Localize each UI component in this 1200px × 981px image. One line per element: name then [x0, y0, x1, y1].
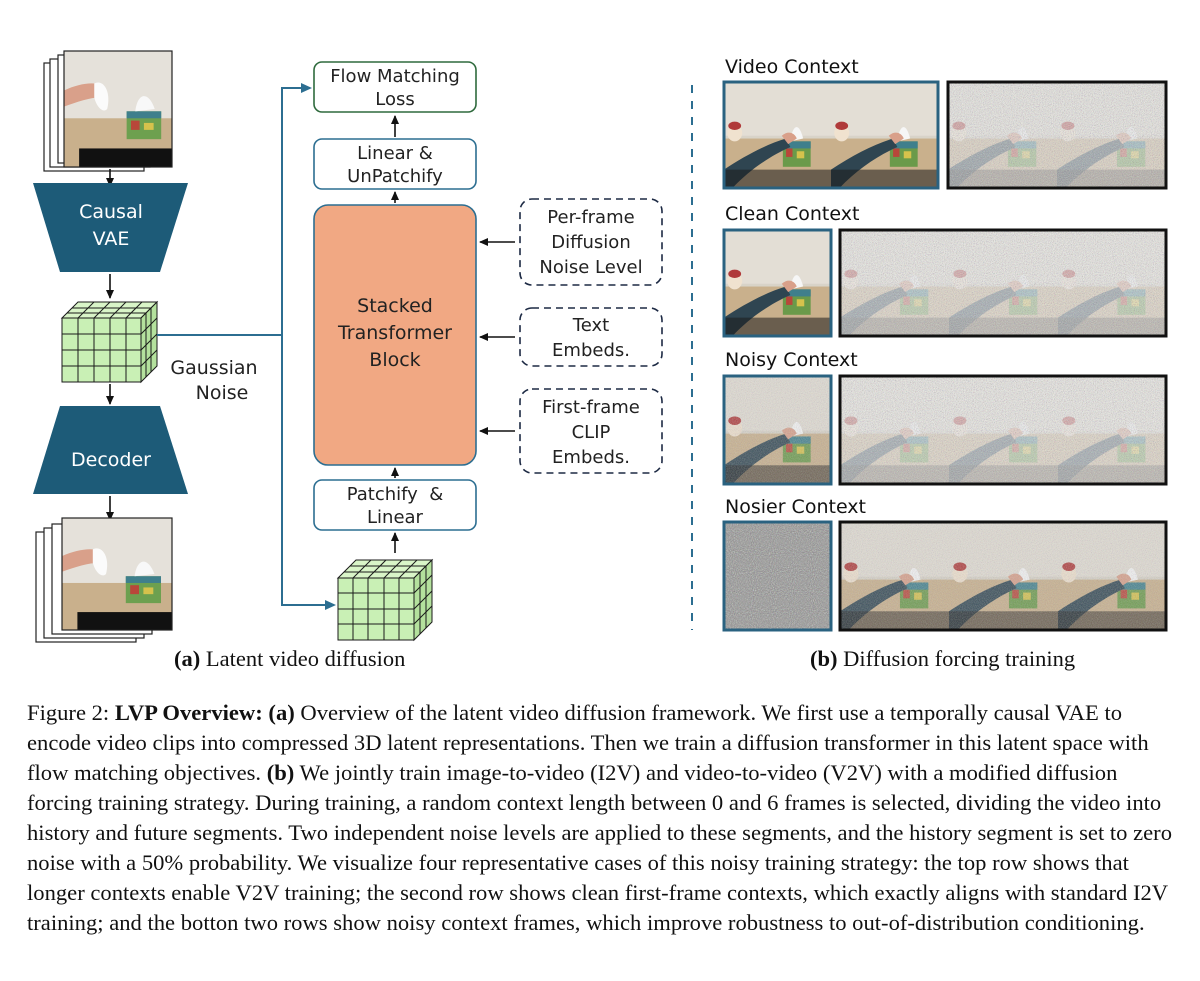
output-frame-image: [62, 518, 172, 630]
latent-cube-noised: [336, 558, 434, 642]
row-label-nosier-context: Nosier Context: [725, 496, 866, 518]
vae-label-line2: VAE: [93, 228, 130, 250]
vae-label-line1: Causal: [79, 201, 143, 223]
transformer-label-line3: Block: [369, 349, 420, 371]
noise-level-box: Per-frame Diffusion Noise Level: [519, 198, 663, 286]
row-label-noisy-context: Noisy Context: [725, 349, 858, 371]
noise-level-line3: Noise Level: [539, 257, 642, 278]
panel-b: Video Context Clean Context Noisy Contex…: [722, 56, 1168, 632]
causal-vae-block: Causal VAE: [33, 183, 188, 272]
caption-prefix: Figure 2:: [27, 700, 115, 725]
clip-embeds-line1: First-frame: [542, 397, 640, 418]
figure-caption: Figure 2: LVP Overview: (a) Overview of …: [27, 698, 1177, 938]
subcaption-b: (b) Diffusion forcing training: [810, 646, 1075, 672]
loss-label-line2: Loss: [375, 89, 414, 110]
row-label-video-context: Video Context: [725, 56, 859, 78]
decoder-block: Decoder: [33, 406, 188, 494]
clip-embeds-box: First-frame CLIP Embeds.: [519, 388, 663, 474]
latent-routing-lines: [157, 83, 336, 610]
flow-matching-loss-box: Flow Matching Loss: [313, 61, 477, 113]
caption-part-a-label: (a): [268, 700, 295, 725]
video-context-future: [946, 80, 1168, 190]
caption-title: LVP Overview:: [114, 700, 263, 725]
linear-unpatchify-box: Linear & UnPatchify: [313, 138, 477, 190]
text-embeds-line1: Text: [572, 315, 609, 336]
patchify-linear-box: Patchify & Linear: [313, 479, 477, 531]
gaussian-noise-label-1: Gaussian: [170, 357, 257, 379]
row-label-clean-context: Clean Context: [725, 203, 859, 225]
subcaption-a: (a) Latent video diffusion: [174, 646, 405, 672]
linear-label-line2: UnPatchify: [347, 166, 443, 187]
loss-label-line1: Flow Matching: [330, 66, 460, 87]
transformer-label-line1: Stacked: [357, 295, 433, 317]
noise-level-line2: Diffusion: [551, 232, 630, 253]
clip-embeds-line3: Embeds.: [552, 447, 630, 468]
patchify-label-line2: Linear: [367, 507, 424, 528]
caption-part-b-text: We jointly train image-to-video (I2V) an…: [27, 760, 1172, 935]
transformer-block: Stacked Transformer Block: [313, 204, 477, 466]
noisy-context-history: [722, 374, 833, 486]
subcaption-a-letter: (a): [174, 646, 201, 671]
subcaption-b-letter: (b): [810, 646, 838, 671]
input-frame-image: [64, 51, 172, 167]
gaussian-noise-label-2: Noise: [196, 382, 249, 404]
noisy-context-future: [838, 374, 1168, 486]
nosier-context-future: [838, 520, 1168, 632]
nosier-context-history: [722, 520, 833, 632]
transformer-label-line2: Transformer: [337, 322, 452, 344]
subcaption-b-text: Diffusion forcing training: [837, 646, 1076, 671]
output-video-stack: [35, 517, 173, 643]
text-embeds-box: Text Embeds.: [519, 307, 663, 367]
caption-part-a-text: Overview of the latent video diffusion f…: [27, 700, 1149, 785]
latent-cube-left: [60, 300, 159, 384]
input-video-stack: [43, 50, 173, 172]
patchify-label-line1: Patchify &: [347, 484, 444, 505]
panel-a: Causal VAE Decoder: [33, 50, 663, 643]
clip-embeds-line2: CLIP: [572, 422, 611, 443]
text-embeds-line2: Embeds.: [552, 340, 630, 361]
video-context-history: [722, 80, 940, 190]
clean-context-future: [838, 228, 1168, 338]
linear-label-line1: Linear &: [357, 143, 433, 164]
decoder-label: Decoder: [71, 449, 151, 471]
noise-level-line1: Per-frame: [547, 207, 634, 228]
caption-part-b-label: (b): [266, 760, 295, 785]
subcaption-a-text: Latent video diffusion: [200, 646, 406, 671]
clean-context-history: [722, 228, 833, 338]
